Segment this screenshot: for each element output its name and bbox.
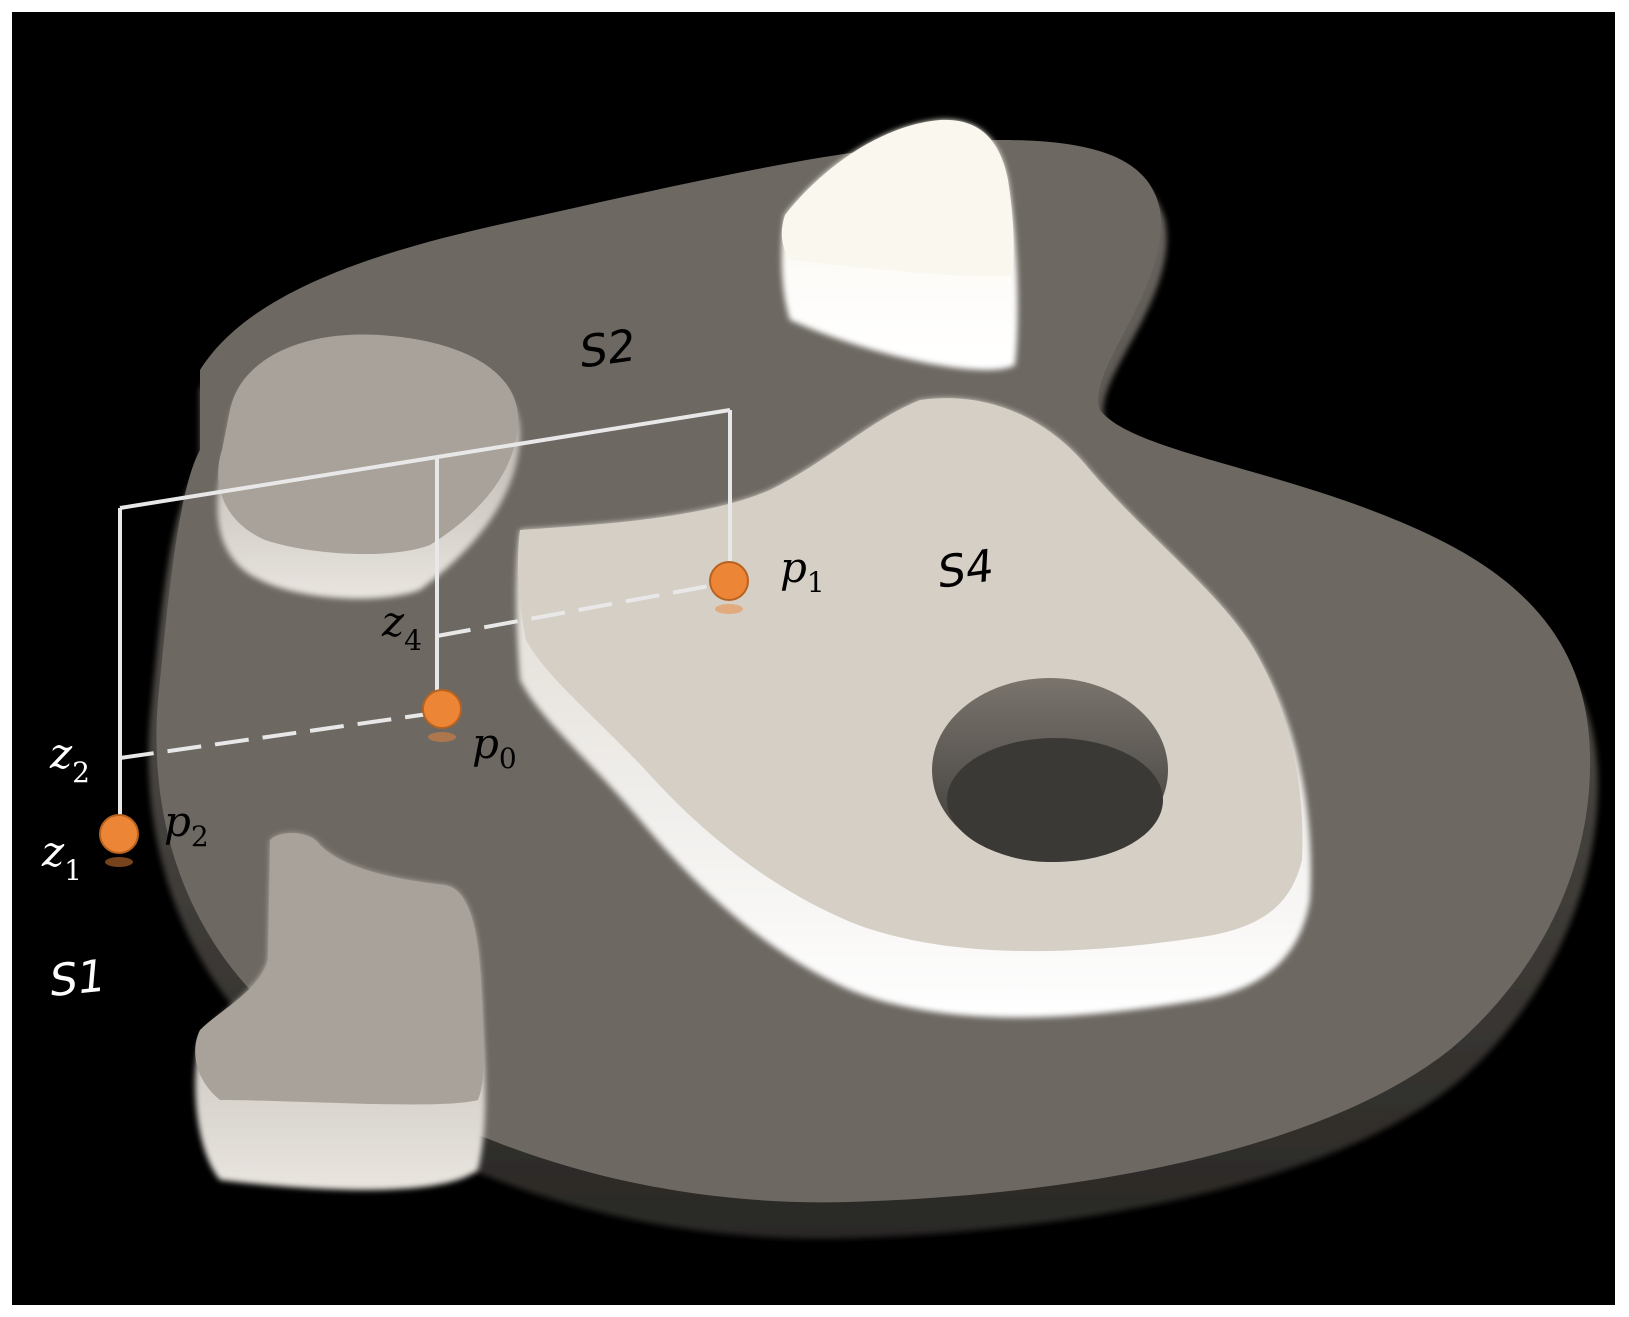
point-p1 <box>709 561 749 614</box>
region-s1-top <box>195 833 484 1105</box>
label-p0-sub: 0 <box>499 742 517 775</box>
label-s1: S1 <box>47 950 108 1007</box>
guide-lines <box>118 408 732 833</box>
label-z2-base: z <box>49 729 73 778</box>
label-z1-sub: 1 <box>64 854 82 887</box>
label-z1-base: z <box>41 827 65 876</box>
point-p2 <box>99 814 139 867</box>
point-p1-shadow <box>715 604 743 614</box>
labels: S2 S4 S1 p0 p1 p2 z4 z2 z1 <box>41 320 997 1007</box>
point-p0-marker <box>422 689 462 729</box>
point-p1-marker <box>709 561 749 601</box>
label-z4-sub: 4 <box>404 624 422 657</box>
label-p1-sub: 1 <box>807 566 825 599</box>
point-p0 <box>422 689 462 742</box>
guide-dashed-z2 <box>119 710 443 760</box>
label-p0: p0 <box>472 719 517 775</box>
hole <box>932 678 1168 862</box>
label-s2: S2 <box>576 320 638 378</box>
hole-floor <box>947 738 1163 862</box>
label-z4: z4 <box>381 597 422 657</box>
point-p2-marker <box>99 814 139 854</box>
label-p1-base: p <box>780 543 807 592</box>
label-s4: S4 <box>935 540 997 598</box>
label-p2: p2 <box>164 797 209 853</box>
label-z2: z2 <box>49 729 90 789</box>
peak-top <box>781 119 1014 277</box>
point-p0-shadow <box>428 732 456 742</box>
raised-blob-left <box>217 334 521 599</box>
label-p1: p1 <box>780 543 825 599</box>
label-p0-base: p <box>472 719 499 768</box>
label-p2-base: p <box>164 797 191 846</box>
point-p2-shadow <box>105 857 133 867</box>
points <box>99 561 749 867</box>
raised-blob-left-top <box>218 334 519 555</box>
label-z2-sub: 2 <box>72 756 90 789</box>
region-s1-shape <box>195 833 486 1190</box>
label-z4-base: z <box>381 597 405 646</box>
peak-region <box>781 119 1018 370</box>
guide-top-line <box>119 408 731 510</box>
label-p2-sub: 2 <box>191 820 209 853</box>
label-z1: z1 <box>41 827 82 887</box>
